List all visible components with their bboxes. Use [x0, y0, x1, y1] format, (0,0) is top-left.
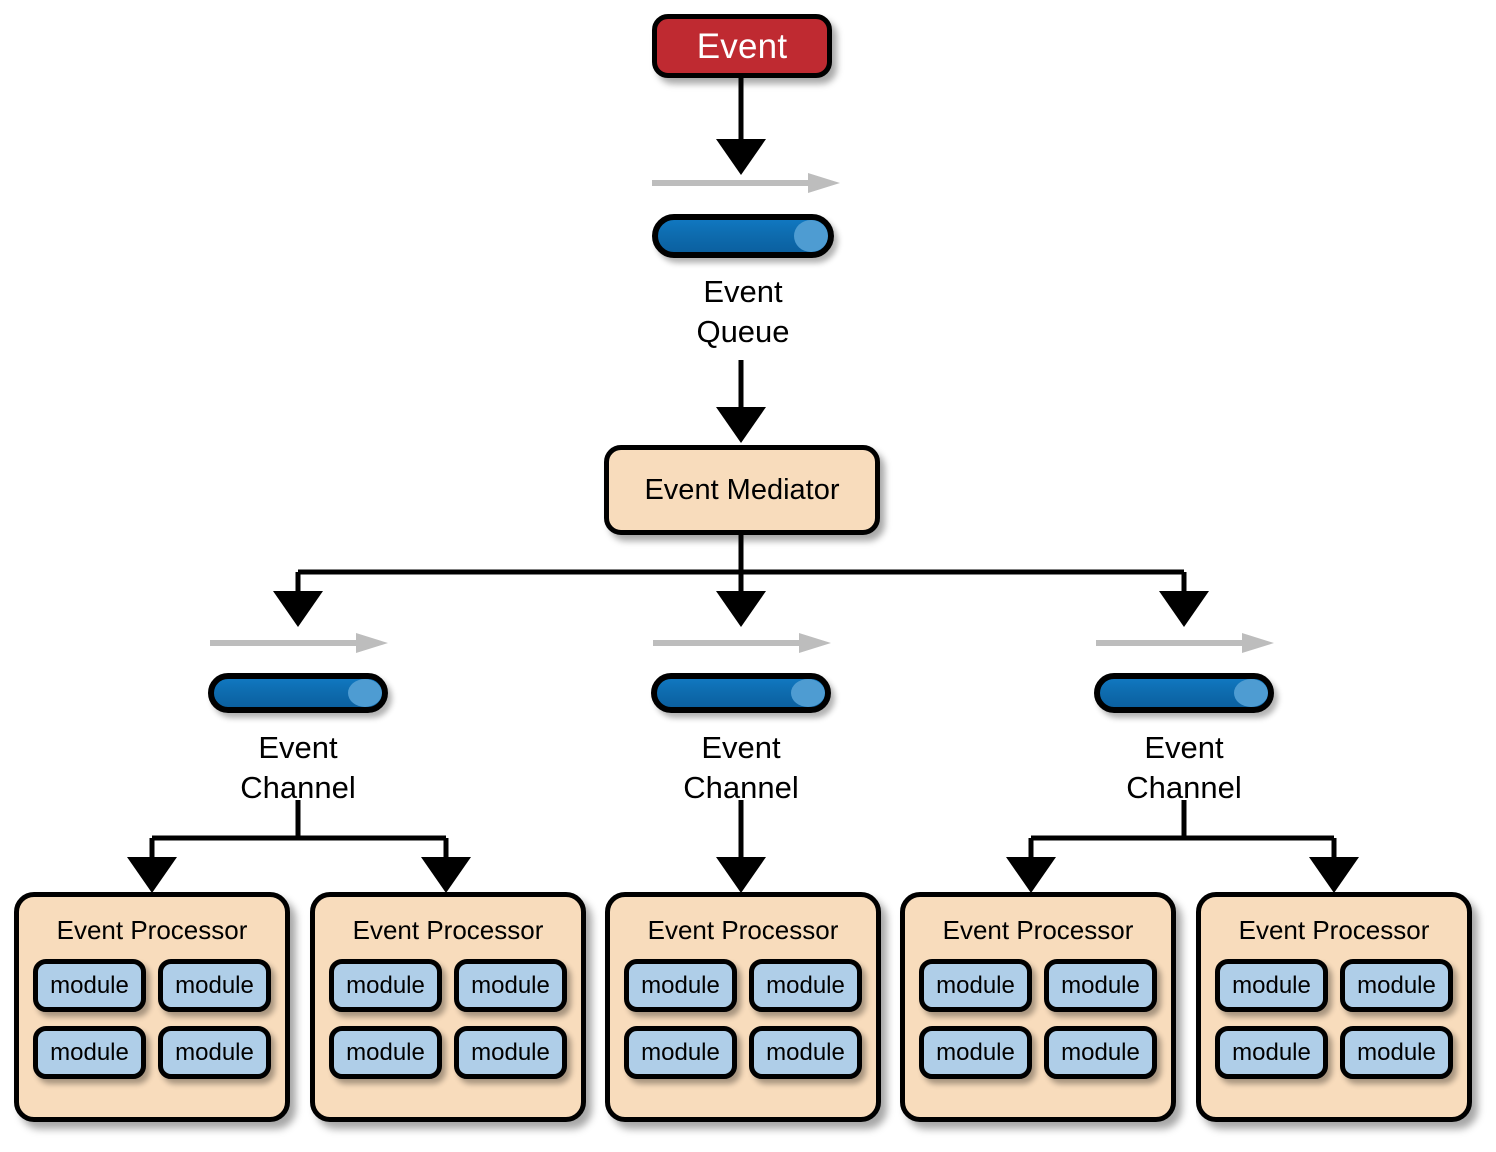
flow-arrow-channel-2: [653, 633, 831, 653]
event-queue-cylinder[interactable]: [652, 214, 834, 258]
module-box[interactable]: module: [1340, 1026, 1453, 1079]
module-grid: module module module module: [1201, 959, 1467, 1079]
module-grid: module module module module: [610, 959, 876, 1079]
module-label: module: [641, 971, 720, 999]
flow-arrow-queue: [652, 173, 840, 193]
cylinder-cap-icon: [348, 679, 382, 707]
module-label: module: [1357, 1038, 1436, 1066]
event-channel-2-label-line2: Channel: [683, 769, 799, 805]
flow-arrow-channel-1: [210, 633, 388, 653]
module-box[interactable]: module: [1044, 959, 1157, 1012]
event-queue-label-line1: Event: [703, 274, 783, 309]
event-channel-2-label: Event Channel: [639, 728, 843, 807]
module-box[interactable]: module: [454, 959, 567, 1012]
module-grid: module module module module: [19, 959, 285, 1079]
event-mediator-node[interactable]: Event Mediator: [604, 445, 880, 535]
module-box[interactable]: module: [1044, 1026, 1157, 1079]
module-box[interactable]: module: [33, 1026, 146, 1079]
event-processor-2-title: Event Processor: [352, 915, 544, 945]
module-box[interactable]: module: [329, 959, 442, 1012]
module-label: module: [641, 1038, 720, 1066]
module-box[interactable]: module: [1215, 1026, 1328, 1079]
cylinder-cap-icon: [1234, 679, 1268, 707]
module-label: module: [1232, 1038, 1311, 1066]
module-box[interactable]: module: [749, 1026, 862, 1079]
event-processor-3[interactable]: Event Processor module module module mod…: [605, 892, 881, 1122]
cylinder-cap-icon: [794, 220, 828, 252]
module-box[interactable]: module: [1340, 959, 1453, 1012]
module-grid: module module module module: [315, 959, 581, 1079]
event-processor-5-title: Event Processor: [1238, 915, 1430, 945]
module-label: module: [471, 971, 550, 999]
module-box[interactable]: module: [454, 1026, 567, 1079]
module-box[interactable]: module: [329, 1026, 442, 1079]
event-channel-1-label-line2: Channel: [240, 769, 356, 805]
event-processor-4[interactable]: Event Processor module module module mod…: [900, 892, 1176, 1122]
module-box[interactable]: module: [624, 959, 737, 1012]
module-label: module: [766, 1038, 845, 1066]
module-label: module: [175, 971, 254, 999]
event-processor-2[interactable]: Event Processor module module module mod…: [310, 892, 586, 1122]
event-processor-1-title: Event Processor: [56, 915, 248, 945]
event-channel-2-label-line1: Event: [701, 730, 781, 765]
module-box[interactable]: module: [158, 959, 271, 1012]
module-label: module: [1061, 1038, 1140, 1066]
module-box[interactable]: module: [33, 959, 146, 1012]
module-box[interactable]: module: [919, 959, 1032, 1012]
flow-arrow-channel-3: [1096, 633, 1274, 653]
module-label: module: [1357, 971, 1436, 999]
module-box[interactable]: module: [158, 1026, 271, 1079]
event-channel-3-cylinder[interactable]: [1094, 673, 1274, 713]
event-node-label: Event: [696, 26, 788, 66]
module-box[interactable]: module: [749, 959, 862, 1012]
module-label: module: [936, 1038, 1015, 1066]
module-grid: module module module module: [905, 959, 1171, 1079]
module-label: module: [50, 1038, 129, 1066]
module-label: module: [766, 971, 845, 999]
event-processor-5[interactable]: Event Processor module module module mod…: [1196, 892, 1472, 1122]
module-label: module: [1061, 971, 1140, 999]
module-label: module: [50, 971, 129, 999]
module-box[interactable]: module: [1215, 959, 1328, 1012]
module-label: module: [175, 1038, 254, 1066]
event-mediator-label: Event Mediator: [644, 473, 840, 506]
module-box[interactable]: module: [919, 1026, 1032, 1079]
event-channel-3-label: Event Channel: [1082, 728, 1286, 807]
module-label: module: [346, 1038, 425, 1066]
event-processor-1[interactable]: Event Processor module module module mod…: [14, 892, 290, 1122]
event-node[interactable]: Event: [652, 14, 832, 78]
event-queue-label-line2: Queue: [696, 313, 790, 349]
module-label: module: [1232, 971, 1311, 999]
event-channel-1-label: Event Channel: [196, 728, 400, 807]
module-label: module: [471, 1038, 550, 1066]
event-channel-1-cylinder[interactable]: [208, 673, 388, 713]
event-processor-4-title: Event Processor: [942, 915, 1134, 945]
event-queue-label: Event Queue: [641, 272, 845, 351]
module-label: module: [346, 971, 425, 999]
event-processor-3-title: Event Processor: [647, 915, 839, 945]
module-label: module: [936, 971, 1015, 999]
cylinder-cap-icon: [791, 679, 825, 707]
event-channel-3-label-line2: Channel: [1126, 769, 1242, 805]
event-channel-1-label-line1: Event: [258, 730, 338, 765]
module-box[interactable]: module: [624, 1026, 737, 1079]
event-channel-2-cylinder[interactable]: [651, 673, 831, 713]
event-channel-3-label-line1: Event: [1144, 730, 1224, 765]
